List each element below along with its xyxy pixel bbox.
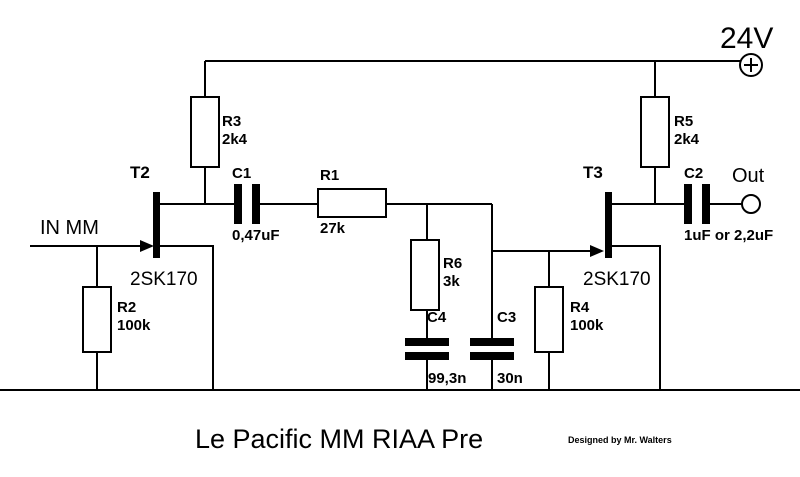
capacitor-c3-plate-bottom xyxy=(470,352,514,360)
output-terminal xyxy=(741,194,761,214)
resistor-r4-body xyxy=(534,286,564,353)
c2-ref: C2 xyxy=(684,165,703,182)
resistor-r6-body xyxy=(410,239,440,311)
capacitor-c2 xyxy=(684,184,710,224)
supply-terminal xyxy=(739,53,763,77)
capacitor-c4-plate-bottom xyxy=(405,352,449,360)
capacitor-c2-plate-left xyxy=(684,184,692,224)
r1-ref: R1 xyxy=(320,167,339,184)
schematic-title: Le Pacific MM RIAA Pre xyxy=(195,424,483,454)
transistor-t3 xyxy=(590,192,612,258)
supply-plus-circle xyxy=(739,53,763,77)
input-label: IN MM xyxy=(40,217,99,239)
capacitor-c1-plate-right xyxy=(252,184,260,224)
resistor-r6 xyxy=(410,239,440,311)
transistor-t2 xyxy=(140,192,160,258)
transistor-t3-channel xyxy=(605,192,612,258)
c3-ref: C3 xyxy=(497,309,516,326)
c1-ref: C1 xyxy=(232,165,251,182)
capacitor-c3-plate-top xyxy=(470,338,514,346)
resistor-r1-body xyxy=(317,188,387,218)
capacitor-c2-plate-right xyxy=(702,184,710,224)
t3-part: 2SK170 xyxy=(583,269,651,290)
t2-ref: T2 xyxy=(130,163,150,182)
resistor-r5 xyxy=(640,96,670,168)
wire-t2-source xyxy=(160,245,214,390)
supply-voltage-label: 24V xyxy=(720,22,773,55)
capacitor-c1 xyxy=(234,184,260,224)
r3-value: 2k4 xyxy=(222,131,248,148)
c4-ref: C4 xyxy=(427,309,447,326)
resistor-r4 xyxy=(534,286,564,353)
resistor-r3 xyxy=(190,96,220,168)
r3-ref: R3 xyxy=(222,113,241,130)
r6-value: 3k xyxy=(443,273,460,290)
c2-value: 1uF or 2,2uF xyxy=(684,227,773,244)
transistor-t2-channel xyxy=(153,192,160,258)
c1-value: 0,47uF xyxy=(232,227,280,244)
c3-value: 30n xyxy=(497,370,523,387)
designer-credit: Designed by Mr. Walters xyxy=(568,435,672,445)
capacitor-c4-plate-top xyxy=(405,338,449,346)
r4-ref: R4 xyxy=(570,299,590,316)
r6-ref: R6 xyxy=(443,255,462,272)
resistor-r2 xyxy=(82,286,112,353)
wire-t3-source xyxy=(612,245,661,390)
t3-ref: T3 xyxy=(583,163,603,182)
transistor-t3-gate-arrow xyxy=(590,245,604,257)
resistor-r3-body xyxy=(190,96,220,168)
resistor-r1 xyxy=(317,188,387,218)
r2-ref: R2 xyxy=(117,299,136,316)
capacitor-c1-plate-left xyxy=(234,184,242,224)
r1-value: 27k xyxy=(320,220,346,237)
capacitor-c4 xyxy=(405,338,449,360)
r2-value: 100k xyxy=(117,317,151,334)
c4-value: 99,3n xyxy=(428,370,466,387)
output-label: Out xyxy=(732,165,765,187)
resistor-r5-body xyxy=(640,96,670,168)
wiring xyxy=(0,60,800,391)
t2-part: 2SK170 xyxy=(130,269,198,290)
capacitor-c3 xyxy=(470,338,514,360)
r5-value: 2k4 xyxy=(674,131,700,148)
r5-ref: R5 xyxy=(674,113,693,130)
r4-value: 100k xyxy=(570,317,604,334)
transistor-t2-gate-arrow xyxy=(140,240,154,252)
plus-icon xyxy=(744,58,758,72)
resistor-r2-body xyxy=(82,286,112,353)
